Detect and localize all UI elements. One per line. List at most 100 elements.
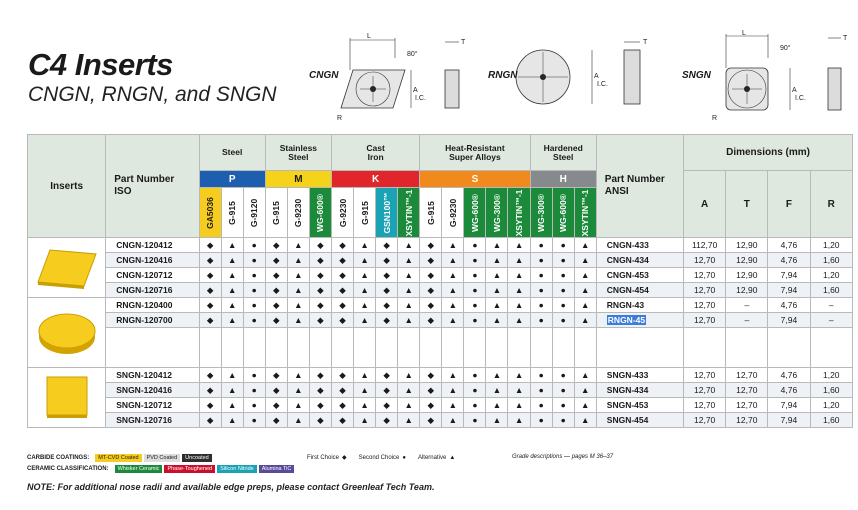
grade-symbol: ▲	[353, 282, 377, 298]
grade-symbol: ▲	[485, 237, 509, 253]
dimension-value: 12,90	[725, 267, 769, 283]
grade-symbol: ●	[463, 267, 487, 283]
grade-symbol: ▲	[286, 382, 310, 398]
title-block: C4 Inserts CNGN, RNGN, and SNGN	[28, 48, 277, 108]
grade-symbol: ▲	[286, 367, 310, 383]
grade-symbol: ◆	[264, 252, 288, 268]
cngn-dim-t: T	[461, 39, 466, 46]
grade-header: WG-600®	[463, 187, 487, 238]
badge-silicon: Silicon Nitride	[217, 465, 257, 473]
grade-symbol: ◆	[264, 397, 288, 413]
grade-header: WG-600®	[308, 187, 332, 238]
grade-symbol: ◆	[264, 382, 288, 398]
grade-symbol: ◆	[198, 397, 222, 413]
iso-code-m: M	[264, 170, 332, 188]
grade-symbol: ▲	[286, 237, 310, 253]
grade-symbol: ▲	[397, 367, 421, 383]
grade-symbol: ▲	[286, 252, 310, 268]
grade-symbol: ▲	[353, 312, 377, 328]
iso-part-number: SNGN-120712	[105, 397, 200, 413]
dimension-value: –	[725, 297, 769, 313]
header-inserts: Inserts	[26, 134, 107, 238]
dimension-value: 12,70	[683, 267, 727, 283]
grade-symbol: ▲	[507, 237, 531, 253]
sngn-dim-angle: 90°	[780, 44, 791, 52]
grade-symbol: ▲	[353, 237, 377, 253]
grade-symbol: ▲	[220, 282, 244, 298]
grade-symbol: ●	[529, 252, 553, 268]
grade-symbol: ◆	[308, 412, 332, 428]
rngn-diagram: RNGN A I.C. T	[488, 28, 663, 123]
dimension-value: 4,76	[767, 367, 811, 383]
grade-symbol: ▲	[353, 367, 377, 383]
cngn-insert-image	[36, 248, 97, 289]
grade-symbol: ◆	[419, 382, 443, 398]
grade-symbol: ◆	[308, 282, 332, 298]
sngn-insert-image	[46, 376, 88, 418]
dimension-value: 7,94	[767, 282, 811, 298]
dimension-value: 12,70	[683, 367, 727, 383]
sngn-insert-cell	[26, 367, 107, 428]
grade-header: GA5036	[198, 187, 222, 238]
sngn-dim-l: L	[742, 30, 746, 37]
grade-symbol: ◆	[308, 297, 332, 313]
dimension-value: 12,70	[725, 397, 769, 413]
grade-symbol: ◆	[375, 252, 399, 268]
badge-mtcvd: MT-CVD Coated	[95, 454, 142, 462]
dimension-value: –	[809, 312, 854, 328]
dimension-value: 7,94	[767, 267, 811, 283]
grade-symbol: ▲	[485, 267, 509, 283]
header-dimensions: Dimensions (mm)	[683, 134, 853, 171]
grade-symbol: ▲	[441, 282, 465, 298]
rngn-dim-a: A	[594, 73, 599, 80]
grade-symbol: ▲	[507, 297, 531, 313]
grade-symbol: ▲	[286, 412, 310, 428]
grade-symbol: ▲	[441, 412, 465, 428]
sngn-dim-t: T	[843, 35, 848, 42]
ansi-part-number: SNGN-453	[595, 397, 685, 413]
grade-symbol: ◆	[330, 237, 355, 253]
grade-symbol: ▲	[573, 412, 597, 428]
diamond-icon: ◆	[342, 455, 347, 461]
grade-header: G-9120	[242, 187, 266, 238]
dimension-value: 1,60	[809, 412, 854, 428]
grade-symbol: ◆	[419, 297, 443, 313]
dimension-value: 1,20	[809, 267, 854, 283]
grade-symbol: ◆	[330, 312, 355, 328]
grade-symbol: ◆	[308, 367, 332, 383]
grade-header: XSYTIN™-1	[573, 187, 597, 238]
grade-symbol: ▲	[397, 397, 421, 413]
rngn-insert-cell	[26, 297, 107, 368]
ansi-part-number: SNGN-434	[595, 382, 685, 398]
grade-symbol: ◆	[375, 267, 399, 283]
cngn-diagram-label: CNGN	[309, 70, 339, 81]
header-material-steel: Steel	[198, 134, 266, 171]
dimension-value: 12,70	[683, 282, 727, 298]
grade-symbol: ●	[529, 367, 553, 383]
grade-symbol: ▲	[441, 382, 465, 398]
grade-symbol: ◆	[264, 237, 288, 253]
ceramic-legend: CERAMIC CLASSIFICATION: Whisker Ceramic …	[27, 465, 296, 473]
grade-symbol: ◆	[264, 412, 288, 428]
iso-part-number: CNGN-120712	[105, 267, 200, 283]
grade-symbol: ▲	[397, 237, 421, 253]
grade-header: WG-300®	[529, 187, 553, 238]
grade-symbol: ◆	[198, 367, 222, 383]
ansi-part-number: CNGN-433	[595, 237, 685, 253]
cngn-dim-a: A	[413, 87, 418, 94]
dim-header-f: F	[767, 170, 811, 238]
grade-symbol: ◆	[308, 252, 332, 268]
selected-text[interactable]: RNGN-45	[606, 315, 647, 325]
grade-header: G-915	[264, 187, 288, 238]
badge-whisker: Whisker Ceramic	[114, 465, 163, 473]
iso-part-number: SNGN-120416	[105, 382, 200, 398]
grade-symbol: ◆	[264, 367, 288, 383]
grade-symbol: ●	[242, 312, 266, 328]
dimension-value: 7,94	[767, 397, 811, 413]
dimension-value: 1,20	[809, 237, 854, 253]
